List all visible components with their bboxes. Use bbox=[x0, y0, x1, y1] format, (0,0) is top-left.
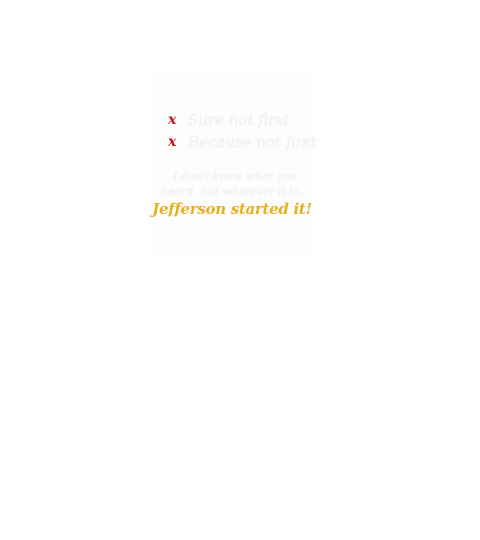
x-mark-icon: x bbox=[168, 112, 177, 128]
note-line-1: I don't know what you bbox=[173, 170, 297, 183]
checklist-item: x Sure not first bbox=[152, 110, 289, 130]
checklist-item-text: Because not first bbox=[188, 133, 317, 151]
note-line-2: heard, but whatever it is... bbox=[160, 185, 310, 198]
checklist-item: x Because not first bbox=[152, 132, 317, 152]
x-mark-icon: x bbox=[168, 134, 177, 150]
shirt-design-artwork: x Sure not first x Because not first I d… bbox=[152, 72, 317, 256]
checklist-item-text: Sure not first bbox=[188, 111, 290, 129]
highlight-slogan: Jefferson started it! bbox=[152, 200, 312, 218]
